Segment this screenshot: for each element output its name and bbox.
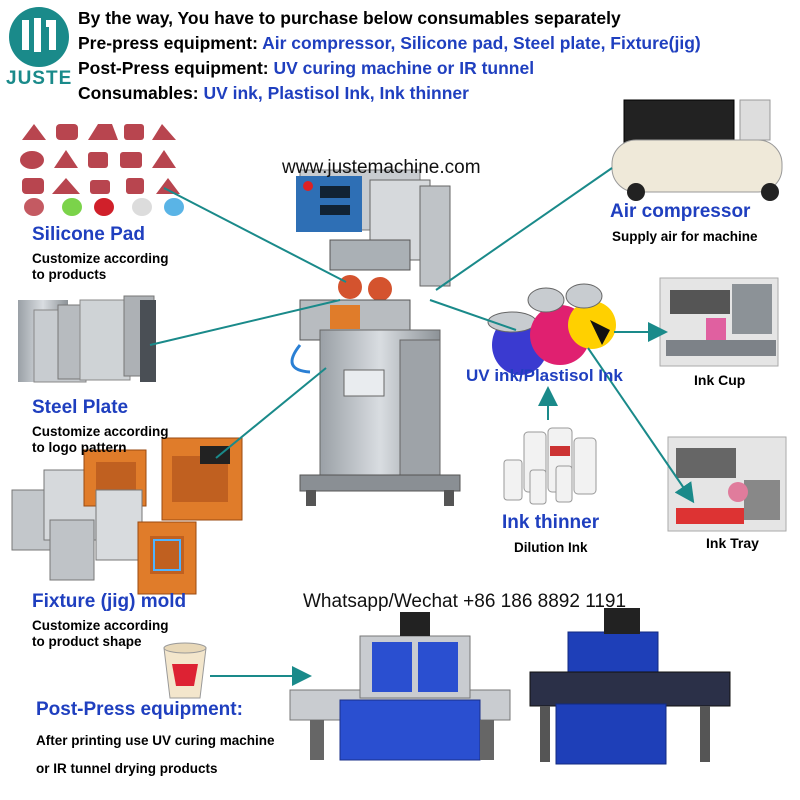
post-press-desc-1: After printing use UV curing machine [36, 733, 275, 748]
header-line-3-value: UV curing machine or IR tunnel [273, 58, 535, 78]
header-line-3-label: Post-Press equipment: [78, 58, 274, 78]
header-line-2-label: Pre-press equipment: [78, 33, 263, 53]
fixture-desc-1: Customize according [32, 618, 169, 633]
fixture-desc: Customize according to product shape [32, 618, 169, 650]
pad-printer-machine-image [290, 169, 461, 506]
steel-plate-title: Steel Plate [32, 397, 129, 418]
ink-thinner-desc: Dilution Ink [514, 540, 588, 555]
silicone-pad-title: Silicone Pad [32, 224, 145, 245]
steel-plate-desc: Customize according to logo pattern [32, 424, 169, 456]
fixture-jig-image [11, 437, 243, 595]
header-line-1: By the way, You have to purchase below c… [78, 8, 621, 28]
ink-thinner-bottles-image [503, 427, 597, 505]
brand-logo: JUSTE [4, 4, 74, 94]
header-line-4-label: Consumables: [78, 83, 204, 103]
website-url[interactable]: www.justemachine.com [282, 157, 481, 178]
uv-curing-machine-image [289, 612, 511, 761]
ink-thinner-title: Ink thinner [502, 512, 600, 533]
steel-plate-desc-1: Customize according [32, 424, 169, 439]
silicone-pad-desc-1: Customize according [32, 251, 169, 266]
header-line-4: Consumables: UV ink, Plastisol Ink, Ink … [78, 81, 469, 106]
silicone-pad-desc-2: to products [32, 267, 107, 282]
post-press-title: Post-Press equipment: [36, 699, 243, 720]
header-line-3: Post-Press equipment: UV curing machine … [78, 56, 534, 81]
fixture-desc-2: to product shape [32, 634, 142, 649]
brand-name: JUSTE [6, 68, 73, 89]
steel-plates-image [18, 295, 156, 383]
post-press-desc: After printing use UV curing machine or … [36, 727, 275, 783]
air-compressor-desc: Supply air for machine [612, 229, 758, 244]
ink-cup-title: Ink Cup [694, 372, 746, 388]
air-compressor-image [611, 99, 783, 201]
steel-plate-desc-2: to logo pattern [32, 440, 127, 455]
silicone-pad-desc: Customize according to products [32, 251, 169, 283]
contact-info: Whatsapp/Wechat +86 186 8892 1191 [303, 591, 627, 612]
header-line-2-value: Air compressor, Silicone pad, Steel plat… [262, 33, 701, 53]
post-press-desc-2: or IR tunnel drying products [36, 761, 218, 776]
header-line-2: Pre-press equipment: Air compressor, Sil… [78, 31, 701, 56]
ink-tray-image [667, 436, 787, 532]
header-line-4-value: UV ink, Plastisol Ink, Ink thinner [203, 83, 469, 103]
ink-cans-image [487, 283, 616, 375]
ink-tray-title: Ink Tray [706, 535, 759, 551]
uv-ink-title: UV ink/Plastisol Ink [466, 366, 623, 385]
ir-tunnel-machine-image [529, 608, 731, 765]
air-compressor-title: Air compressor [610, 201, 751, 222]
connector-lines [149, 167, 695, 686]
silicone-pads-image [20, 124, 184, 216]
paper-cup-image [163, 642, 207, 699]
fixture-title: Fixture (jig) mold [32, 591, 187, 612]
ink-cup-image [659, 277, 779, 367]
logo-mark-icon [9, 7, 69, 67]
